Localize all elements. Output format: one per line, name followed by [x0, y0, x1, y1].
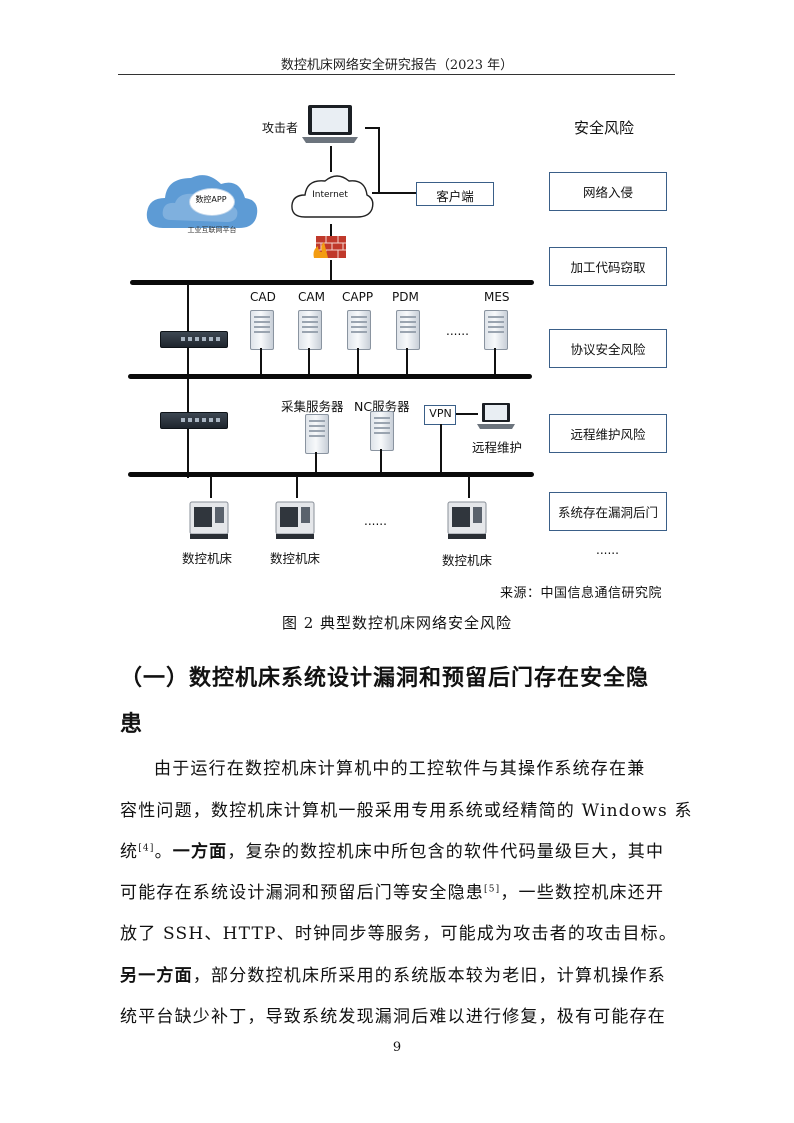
- server-link: [494, 348, 496, 376]
- body-text: 统: [120, 842, 139, 862]
- body-text: 可能存在系统设计漏洞和预留后门等安全隐患: [120, 883, 484, 903]
- cnc-machine-icon: [189, 501, 229, 539]
- attacker-link-h: [365, 127, 380, 129]
- firewall-bus-link: [330, 260, 332, 282]
- risk-item: 网络入侵: [549, 172, 667, 211]
- body-line: 统[4]。一方面，复杂的数控机床中所包含的软件代码量级巨大，其中: [120, 837, 674, 862]
- server-icon: [396, 310, 420, 350]
- server-icon: [250, 310, 274, 350]
- vpn-link: [440, 424, 442, 474]
- server-label: PDM: [392, 290, 419, 304]
- server-link: [357, 348, 359, 376]
- server-ellipsis: ......: [446, 324, 469, 338]
- attacker-laptop-icon: [302, 105, 358, 143]
- cloud-app-label: 数控APP: [195, 195, 227, 204]
- remote-label: 远程维护: [472, 440, 523, 455]
- cloud-platform-label: 工业互联网平台: [187, 226, 237, 234]
- client-box: [416, 182, 494, 206]
- risk-item: 系统存在漏洞后门: [549, 492, 667, 531]
- server-icon: [484, 310, 508, 350]
- machine-label: 数控机床: [182, 551, 233, 566]
- firewall-icon: [313, 236, 346, 258]
- vpn-label: VPN: [429, 407, 452, 420]
- machine-link: [210, 476, 212, 498]
- machine-ellipsis: ......: [364, 514, 387, 528]
- figure-source: 来源：中国信息通信研究院: [500, 586, 663, 601]
- risk-title: 安全风险: [574, 119, 635, 137]
- remote-laptop-icon: [477, 403, 515, 429]
- body-line: 放了 SSH、HTTP、时钟同步等服务，可能成为攻击者的攻击目标。: [120, 924, 678, 944]
- risk-item: 加工代码窃取: [549, 247, 667, 286]
- collect-server-label: 采集服务器: [281, 399, 344, 414]
- server-icon: [298, 310, 322, 350]
- server-label: CAPP: [342, 290, 374, 304]
- machine-label: 数控机床: [442, 553, 493, 568]
- body-line: 另一方面，部分数控机床所采用的系统版本较为老旧，计算机操作系: [120, 961, 674, 986]
- body-line: 由于运行在数控机床计算机中的工控软件与其操作系统存在兼: [154, 759, 646, 779]
- cnc-machine-icon: [275, 501, 315, 539]
- body-line: 可能存在系统设计漏洞和预留后门等安全隐患[5]，一些数控机床还开: [120, 878, 674, 903]
- risk-item: 远程维护风险: [549, 414, 667, 453]
- internet-cloud-icon: [291, 175, 374, 218]
- internet-label: Internet: [312, 190, 348, 200]
- attacker-label: 攻击者: [262, 121, 299, 135]
- body-text: ，复杂的数控机床中所包含的软件代码量级巨大，其中: [227, 842, 665, 862]
- switch-icon: [160, 412, 228, 429]
- server-link: [315, 452, 317, 474]
- risk-ellipsis: ......: [596, 543, 619, 557]
- citation: [5]: [484, 884, 501, 895]
- body-text: ，一些数控机床还开: [500, 883, 665, 903]
- network-bus-1: [130, 280, 534, 285]
- server-icon: [347, 310, 371, 350]
- cnc-machine-icon: [447, 501, 487, 539]
- client-label: 客户端: [436, 189, 474, 204]
- emphasis-text: 一方面: [172, 842, 228, 862]
- citation: [4]: [138, 843, 155, 854]
- section-heading: （一）数控机床系统设计漏洞和预留后门存在安全隐: [120, 666, 650, 691]
- page-number: 9: [392, 1040, 402, 1055]
- network-bus-3: [128, 472, 534, 477]
- server-link: [260, 348, 262, 376]
- switch-icon: [160, 331, 228, 348]
- body-text: 。: [154, 842, 173, 862]
- emphasis-text: 另一方面: [120, 966, 193, 986]
- client-link-h: [372, 192, 416, 194]
- body-line: 容性问题，数控机床计算机一般采用专用系统或经精简的 Windows 系: [120, 801, 693, 821]
- risk-item: 协议安全风险: [549, 329, 667, 368]
- server-link: [380, 449, 382, 474]
- network-bus-2: [128, 374, 532, 379]
- body-line: 统平台缺少补丁，导致系统发现漏洞后难以进行修复，极有可能存在: [120, 1007, 666, 1027]
- machine-link: [468, 476, 470, 498]
- server-link: [308, 348, 310, 376]
- body-text: ，部分数控机床所采用的系统版本较为老旧，计算机操作系: [192, 966, 667, 986]
- server-icon: [370, 411, 394, 451]
- trunk-line: [187, 284, 189, 478]
- server-label: MES: [484, 290, 510, 304]
- cloud-app-bubble: [189, 188, 235, 216]
- internet-firewall-link: [330, 224, 332, 236]
- attacker-link: [330, 146, 332, 172]
- section-heading-cont: 患: [120, 712, 143, 737]
- figure-caption: 图 2 典型数控机床网络安全风险: [281, 614, 513, 632]
- page-header: 数控机床网络安全研究报告（2023 年）: [280, 58, 514, 73]
- vpn-remote-link: [456, 413, 478, 415]
- header-rule: [118, 74, 675, 75]
- machine-label: 数控机床: [270, 551, 321, 566]
- client-link-v: [378, 127, 380, 193]
- server-label: CAD: [250, 290, 276, 304]
- server-icon: [305, 414, 329, 454]
- machine-link: [296, 476, 298, 498]
- server-link: [406, 348, 408, 376]
- nc-server-label: NC服务器: [354, 399, 410, 414]
- server-label: CAM: [298, 290, 325, 304]
